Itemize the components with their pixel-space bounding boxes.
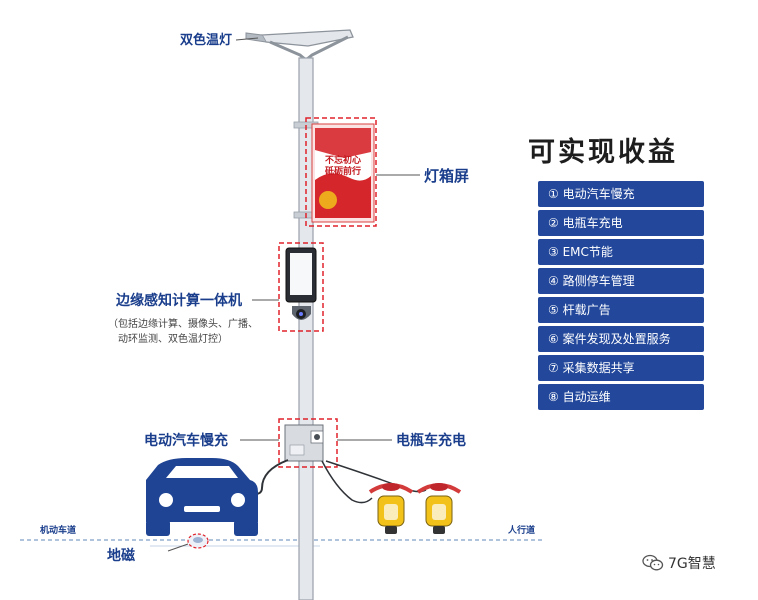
label-geomagnetic: 地磁	[107, 547, 135, 564]
electric-scooter-2	[416, 483, 462, 534]
revenue-item: ⑦ 采集数据共享	[538, 355, 704, 381]
revenue-item: ① 电动汽车慢充	[538, 181, 704, 207]
callout-box-light-screen	[305, 117, 377, 227]
ebike-cable-1	[321, 460, 373, 504]
revenue-item: ② 电瓶车充电	[538, 210, 704, 236]
charging-cabinet	[284, 424, 324, 462]
label-dual-color-light: 双色温灯	[180, 32, 232, 48]
label-sidewalk: 人行道	[507, 524, 535, 536]
label-motor-lane: 机动车道	[40, 524, 76, 536]
light-box-screen: 不忘初心 砥砺前行	[311, 123, 375, 223]
label-light-box-screen: 灯箱屏	[424, 167, 469, 185]
banner-line-1: 不忘初心	[325, 154, 361, 166]
label-edge-unit-note-2: 动环监测、双色温灯控）	[118, 332, 228, 345]
geomagnetic-sensor	[187, 533, 209, 549]
revenue-list: ① 电动汽车慢充 ② 电瓶车充电 ③ EMC节能 ④ 路侧停车管理 ⑤ 杆载广告…	[538, 181, 704, 413]
electric-scooter-1	[368, 483, 414, 534]
light-head	[245, 29, 354, 62]
wechat-icon	[642, 554, 664, 571]
revenue-item: ⑧ 自动运维	[538, 384, 704, 410]
revenue-item: ⑤ 杆载广告	[538, 297, 704, 323]
revenue-item: ③ EMC节能	[538, 239, 704, 265]
light-pole	[298, 57, 314, 600]
banner-line-2: 砥砺前行	[325, 165, 361, 177]
label-ev-charging: 电动汽车慢充	[144, 432, 228, 449]
label-ebike-charging: 电瓶车充电	[396, 432, 466, 449]
edge-computing-unit	[285, 247, 317, 320]
callout-box-charging	[278, 418, 338, 468]
watermark: 7G智慧	[642, 553, 716, 573]
callout-line-geomagnetic	[167, 543, 189, 552]
label-edge-unit-note-1: （包括边缘计算、摄像头、广播、	[108, 317, 258, 330]
revenue-item: ⑥ 案件发现及处置服务	[538, 326, 704, 352]
callout-line-dual-light	[235, 37, 259, 41]
callout-box-edge-unit	[278, 242, 324, 332]
revenue-title: 可实现收益	[528, 137, 678, 168]
watermark-text: 7G智慧	[668, 556, 716, 572]
electric-car	[146, 458, 258, 536]
label-edge-unit: 边缘感知计算一体机	[115, 292, 242, 309]
revenue-item: ④ 路侧停车管理	[538, 268, 704, 294]
